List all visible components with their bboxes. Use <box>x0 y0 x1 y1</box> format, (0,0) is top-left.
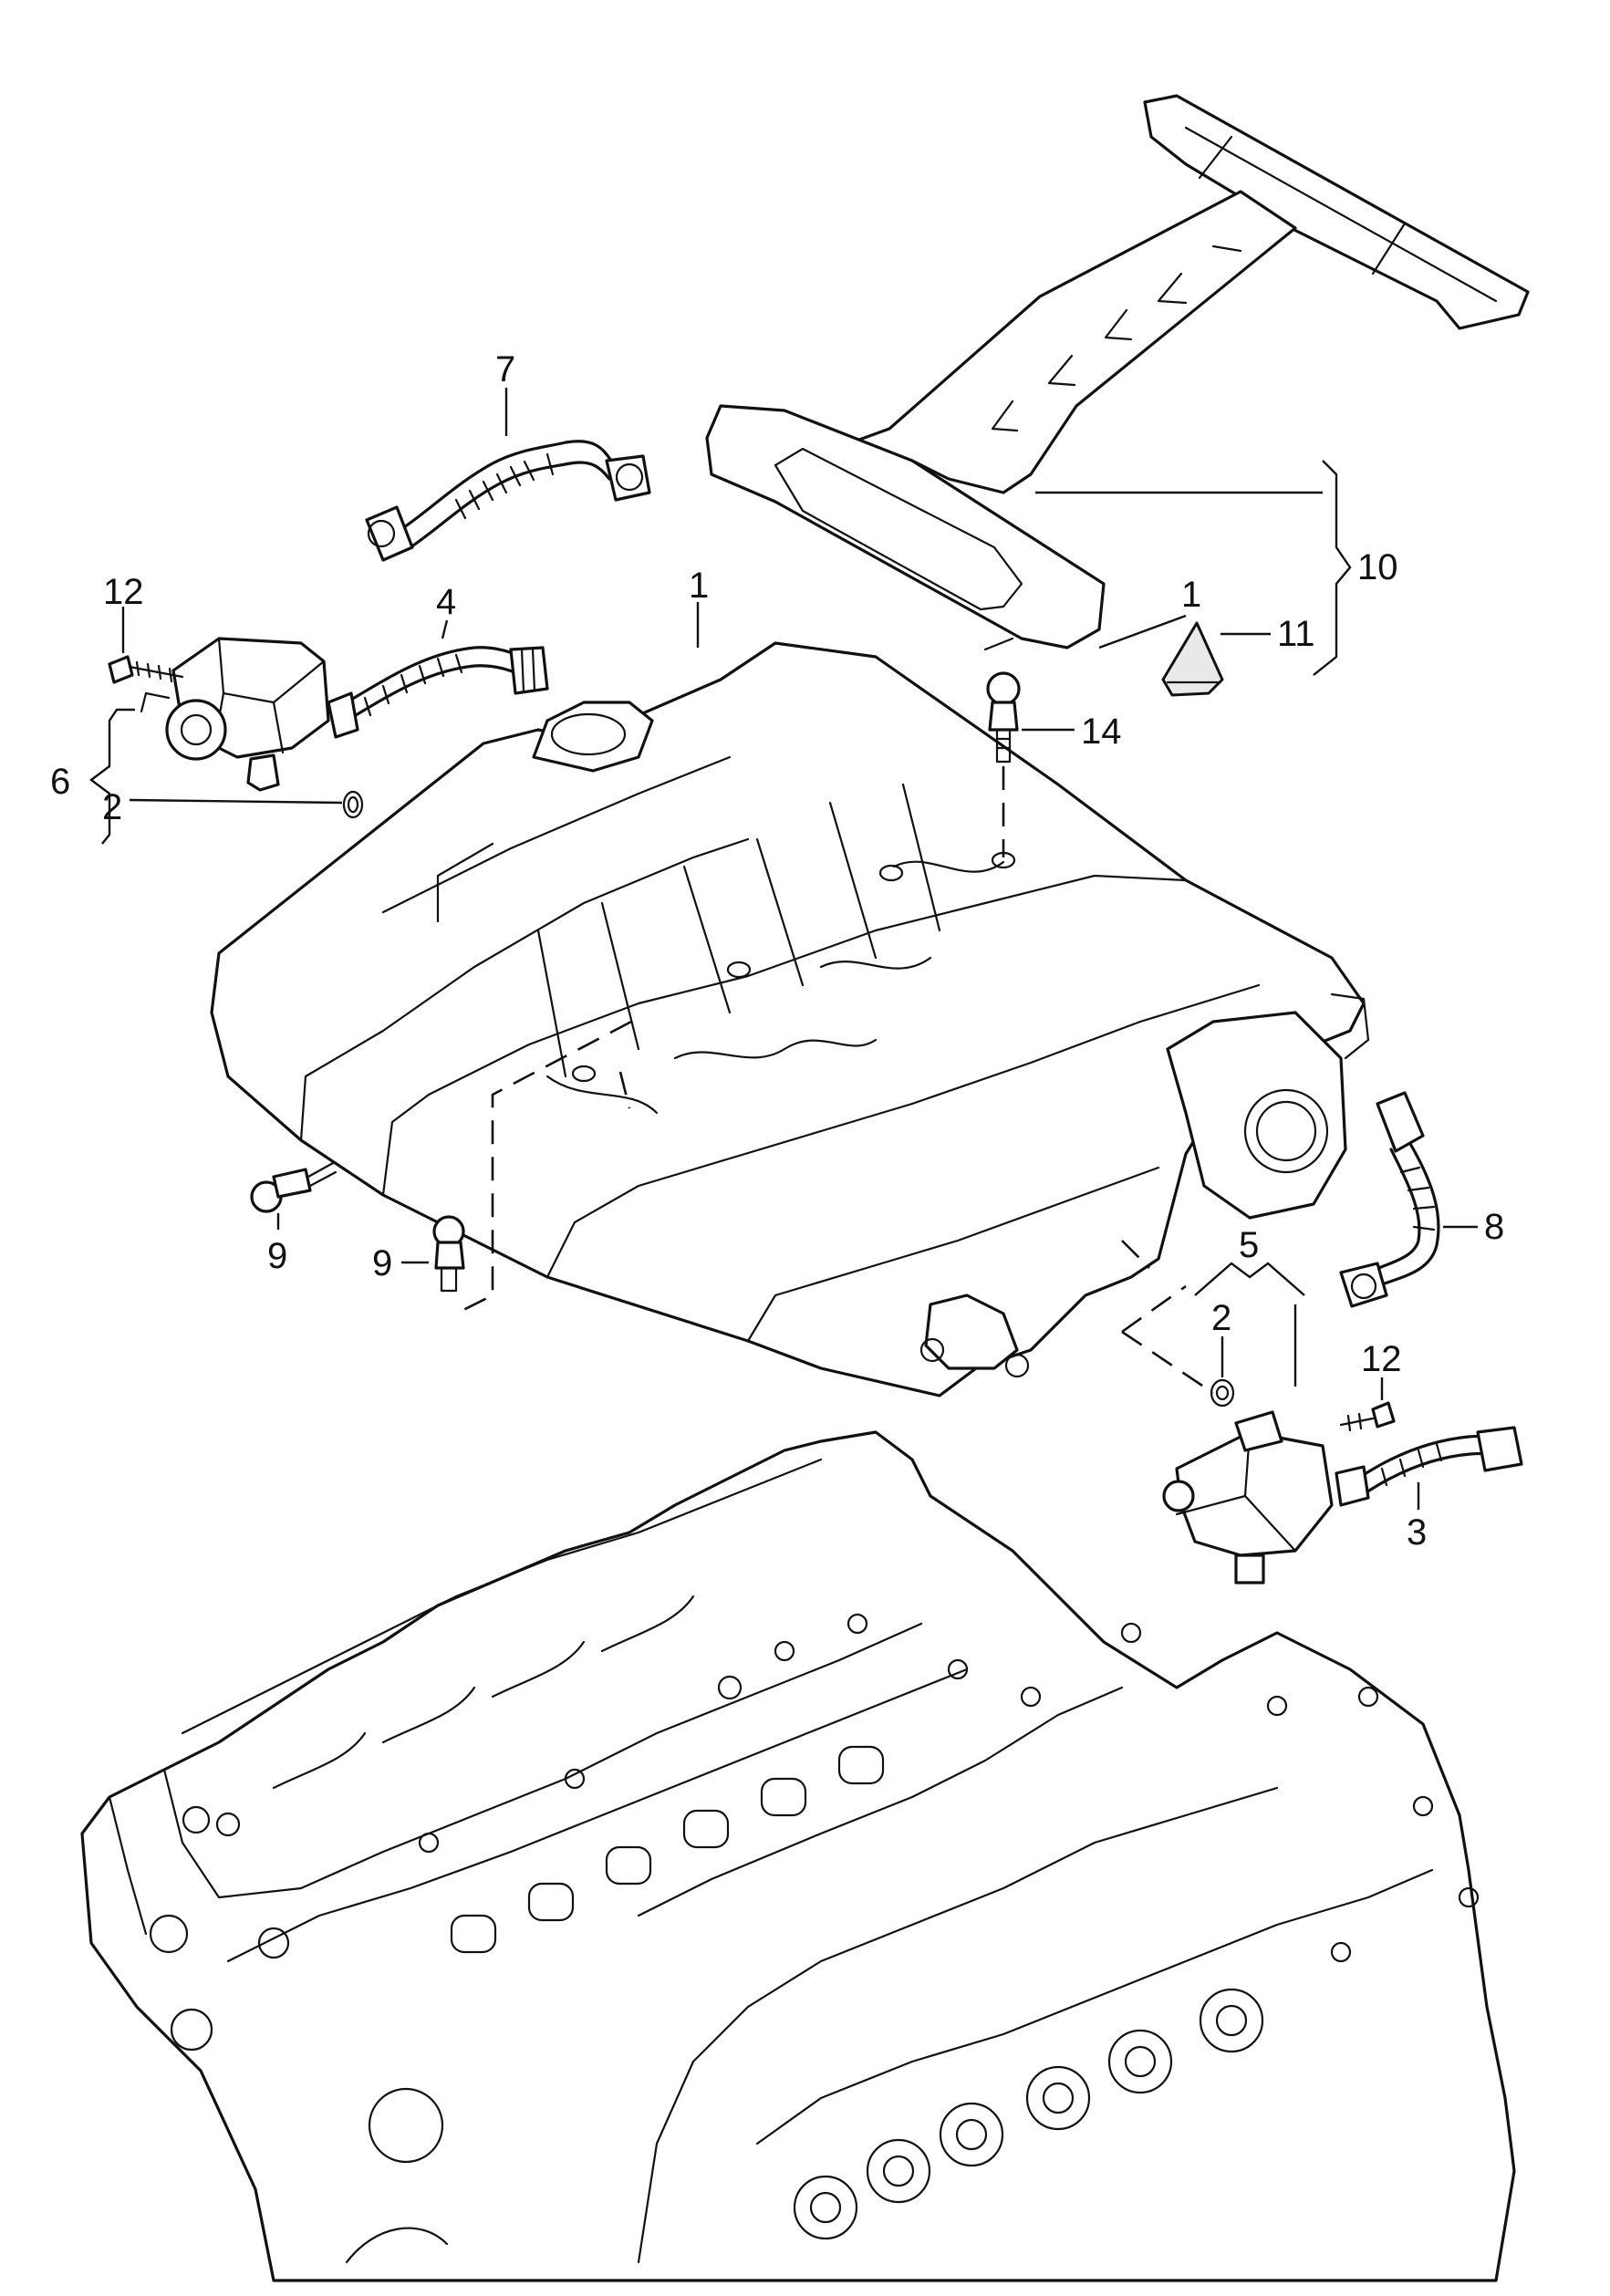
callout-11: 11 <box>1277 614 1315 654</box>
part-3-harness <box>1335 1426 1523 1507</box>
part-2-oring-left <box>342 790 364 819</box>
part-12-screw-left <box>108 655 184 684</box>
dashed-assembly-lines <box>455 766 1214 1395</box>
callout-8: 8 <box>1484 1207 1504 1247</box>
engine-block-cylinder-heads <box>80 1430 1516 2282</box>
callout-12-right: 12 <box>1361 1339 1402 1379</box>
part-12-screw-right <box>1339 1401 1396 1432</box>
part-6-valve-unit <box>140 637 330 792</box>
callout-6: 6 <box>50 762 70 802</box>
callout-2-right: 2 <box>1211 1298 1231 1338</box>
callout-3: 3 <box>1407 1512 1427 1553</box>
callout-5: 5 <box>1239 1225 1259 1265</box>
callout-9-b: 9 <box>372 1243 392 1283</box>
part-5-valve-unit <box>1162 1410 1334 1584</box>
part-1-intake-manifold <box>210 641 1370 1397</box>
part-8-hose <box>1339 1091 1440 1308</box>
part-7-breather-hose <box>365 440 651 562</box>
part-10-engine-cover-trim <box>705 94 1530 651</box>
callout-4: 4 <box>436 582 456 622</box>
callout-1: 1 <box>689 566 709 606</box>
callout-2-left: 2 <box>102 787 122 827</box>
part-9-ball-stud-a <box>250 1161 338 1213</box>
callout-labels: 7 4 1 12 6 2 10 1 11 14 9 9 8 5 2 12 3 <box>50 349 1504 1553</box>
callout-1-cover: 1 <box>1181 575 1201 615</box>
part-9-ball-stud-b <box>432 1215 465 1293</box>
part-2-oring-right <box>1210 1378 1235 1408</box>
leader-lines <box>89 388 1478 1510</box>
callout-12-left: 12 <box>103 572 144 612</box>
callout-9-a: 9 <box>267 1236 287 1276</box>
callout-7: 7 <box>495 349 515 390</box>
part-14-ball-stud <box>986 671 1021 764</box>
part-4-harness <box>327 646 549 739</box>
callout-14: 14 <box>1081 712 1122 752</box>
callout-10: 10 <box>1357 547 1398 587</box>
part-11-grommet <box>1161 621 1224 697</box>
